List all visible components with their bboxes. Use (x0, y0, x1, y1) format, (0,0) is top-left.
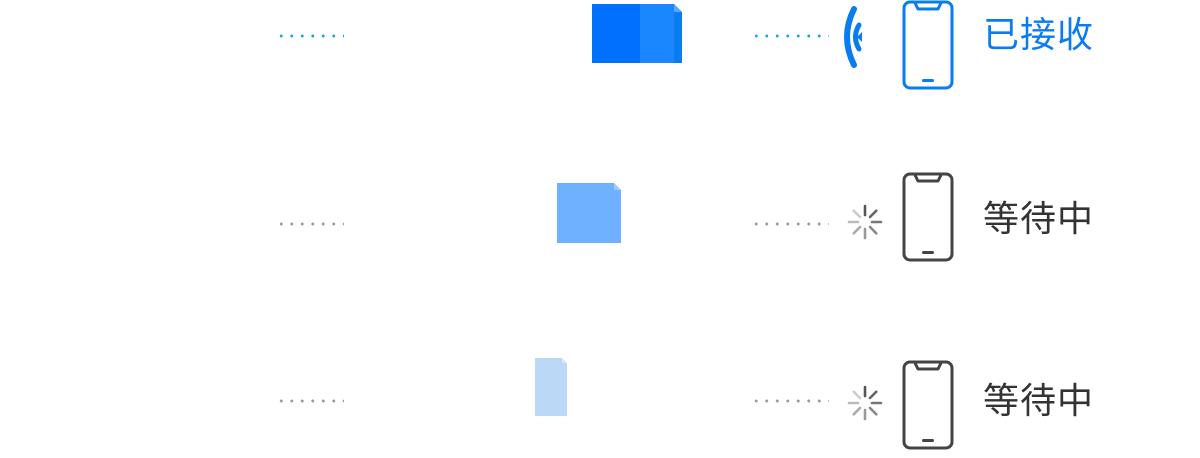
phone-icon (902, 360, 954, 450)
phone-icon (902, 0, 954, 90)
file-icon (592, 4, 682, 63)
right-connector-dots (751, 34, 829, 38)
wifi-signal-icon (844, 6, 862, 68)
file-icon (535, 358, 567, 416)
transfer-row-received: 已接收 (0, 0, 1200, 100)
phone-icon (902, 172, 954, 262)
right-connector-dots (751, 222, 829, 226)
loading-spinner-icon (847, 204, 883, 240)
transfer-row-waiting: 等待中 (0, 358, 1200, 458)
left-connector-dots (276, 222, 344, 226)
file-icon (557, 183, 621, 243)
left-connector-dots (276, 34, 344, 38)
status-label: 等待中 (983, 381, 1095, 422)
transfer-row-waiting: 等待中 (0, 172, 1200, 272)
status-label: 已接收 (983, 15, 1095, 56)
status-label: 等待中 (983, 199, 1095, 240)
loading-spinner-icon (847, 385, 883, 421)
left-connector-dots (276, 399, 344, 403)
right-connector-dots (751, 399, 829, 403)
